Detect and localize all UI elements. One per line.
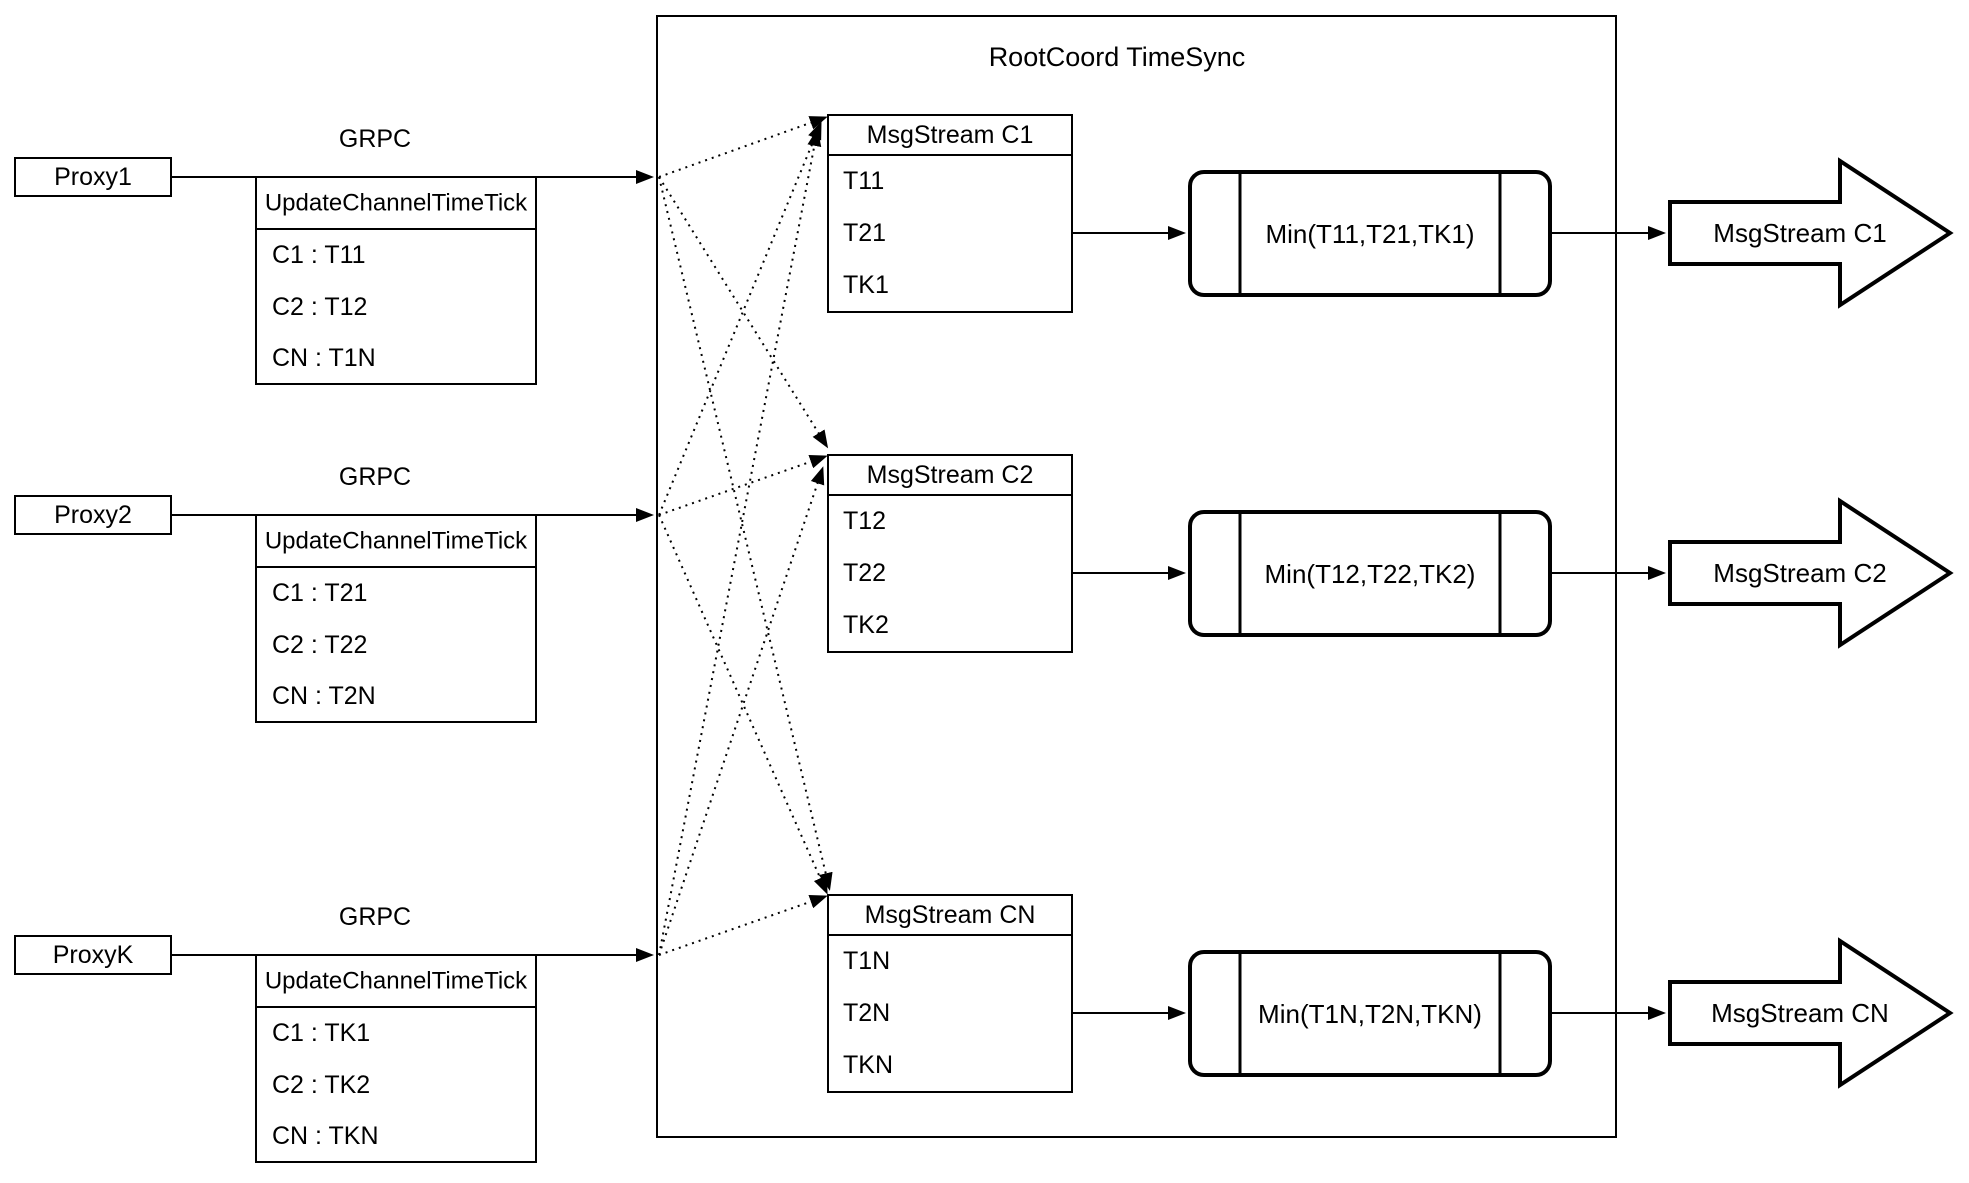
dotted-arrow-proxy1-c1 <box>658 116 828 178</box>
msgstream-table-cn-row-2: T2N <box>843 999 890 1027</box>
dotted-arrow-proxy2-c2 <box>658 455 828 516</box>
msgstream-table-c2-header: MsgStream C2 <box>867 461 1034 489</box>
update-table-1-row-c1: C1 : T11 <box>272 241 366 269</box>
update-table-2-header: UpdateChannelTimeTick <box>265 528 528 555</box>
msgstream-table-cn-row-1: T1N <box>843 947 890 975</box>
update-timetick-table-3 <box>255 954 537 1163</box>
min-label-3: Min(T1N,T2N,TKN) <box>1258 999 1482 1029</box>
update-table-3-row-c1: C1 : TK1 <box>272 1019 370 1047</box>
msgstream-table-c2 <box>827 454 1073 653</box>
output-arrow-c2-label: MsgStream C2 <box>1713 558 1886 588</box>
grpc-label-1: GRPC <box>339 125 411 153</box>
update-table-1-row-c2: C2 : T12 <box>272 293 367 321</box>
dotted-arrow-proxyk-cn <box>658 895 828 956</box>
update-timetick-table-2 <box>255 514 537 723</box>
proxy-row-1: Proxy1 GRPC UpdateChannelTimeTick C1 : T… <box>14 114 1954 385</box>
proxy1-box <box>14 157 172 197</box>
proxyk-label: ProxyK <box>53 941 134 969</box>
proxy1-label: Proxy1 <box>54 163 132 191</box>
output-arrow-c2 <box>1668 497 1954 649</box>
min-label-1: Min(T11,T21,TK1) <box>1265 219 1474 249</box>
proxy2-box <box>14 495 172 535</box>
output-arrow-c1 <box>1668 157 1954 309</box>
proxy2-label: Proxy2 <box>54 501 132 529</box>
update-table-2-row-c2: C2 : T22 <box>272 631 367 659</box>
msgstream-table-c2-row-2: T22 <box>843 559 886 587</box>
msgstream-table-cn-header: MsgStream CN <box>865 901 1036 929</box>
msgstream-table-cn <box>827 894 1073 1093</box>
min-label-2: Min(T12,T22,TK2) <box>1265 559 1476 589</box>
update-timetick-table-1 <box>255 176 537 385</box>
rootcoord-container-box <box>656 15 1617 1138</box>
msgstream-table-c1-row-2: T21 <box>843 219 886 247</box>
msgstream-table-c1-row-1: T11 <box>843 167 884 195</box>
output-arrow-c1-label: MsgStream C1 <box>1713 218 1886 248</box>
msgstream-table-c2-row-1: T12 <box>843 507 886 535</box>
msgstream-table-cn-row-3: TKN <box>843 1051 893 1079</box>
dotted-arrow-proxyk-c2 <box>658 466 825 956</box>
timetick-fanout-arrows <box>658 116 833 956</box>
update-table-1-row-cn: CN : T1N <box>272 344 376 372</box>
update-table-3-row-c2: C2 : TK2 <box>272 1071 370 1099</box>
dotted-arrow-proxy2-c1 <box>658 121 822 516</box>
grpc-label-3: GRPC <box>339 903 411 931</box>
update-table-3-row-cn: CN : TKN <box>272 1122 379 1150</box>
output-arrow-cn-label: MsgStream CN <box>1711 998 1889 1028</box>
rootcoord-title: RootCoord TimeSync <box>989 42 1246 72</box>
update-table-2-row-cn: CN : T2N <box>272 682 376 710</box>
msgstream-table-c1-row-3: TK1 <box>843 271 889 299</box>
proxy-row-3: ProxyK GRPC UpdateChannelTimeTick C1 : T… <box>14 894 1954 1163</box>
grpc-label-2: GRPC <box>339 463 411 491</box>
msgstream-table-c2-row-3: TK2 <box>843 611 889 639</box>
dotted-arrow-proxy1-cn <box>658 176 833 891</box>
update-table-2-row-c1: C1 : T21 <box>272 579 367 607</box>
update-table-3-header: UpdateChannelTimeTick <box>265 968 528 995</box>
proxy-row-2: Proxy2 GRPC UpdateChannelTimeTick C1 : T… <box>14 454 1954 723</box>
output-arrow-cn <box>1668 937 1954 1089</box>
msgstream-table-c1 <box>827 114 1073 313</box>
update-table-1-header: UpdateChannelTimeTick <box>265 190 528 217</box>
proxyk-box <box>14 935 172 975</box>
msgstream-table-c1-header: MsgStream C1 <box>867 121 1034 149</box>
